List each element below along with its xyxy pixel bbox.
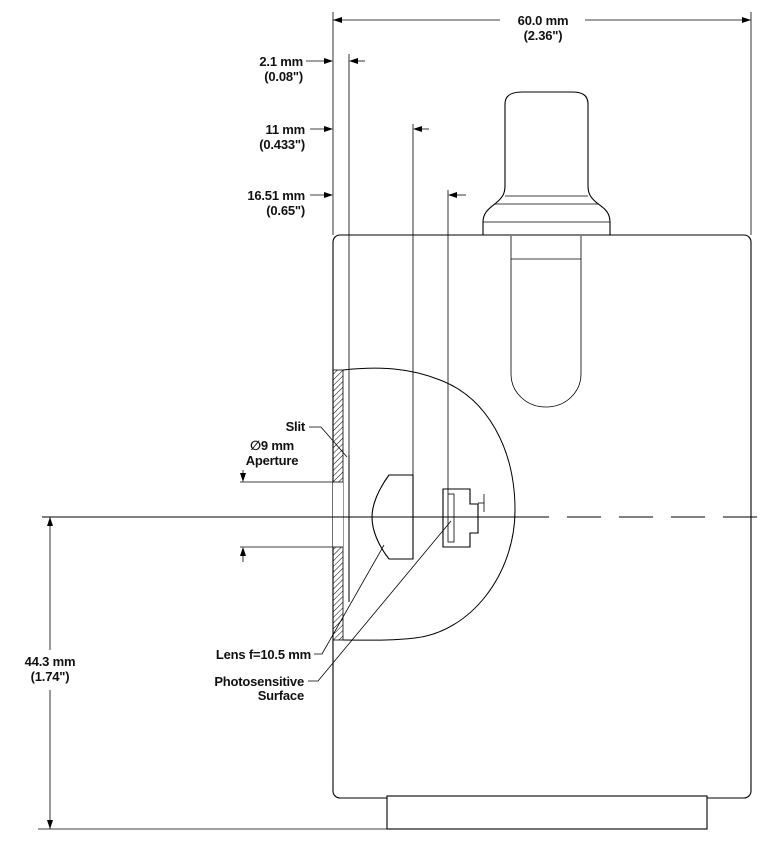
aperture-opening <box>333 482 343 547</box>
dimension-surface-offset: 16.51 mm (0.65") <box>247 188 466 494</box>
optical-cavity <box>342 367 516 641</box>
dim-height-imperial: (1.74") <box>31 669 70 684</box>
lens-label: Lens f=10.5 mm <box>216 647 311 662</box>
dim-height-metric: 44.3 mm <box>25 654 76 669</box>
photosensitive-label-line2: Surface <box>258 688 304 703</box>
dim-lens-metric: 11 mm <box>266 122 305 137</box>
dimension-width: 60.0 mm (2.36") <box>332 12 752 235</box>
aperture-label-diameter: ∅9 mm <box>250 438 294 453</box>
photosensitive-label-line1: Photosensitive <box>214 674 304 689</box>
callout-photosensitive: Photosensitive Surface <box>214 520 452 703</box>
dimension-aperture: ∅9 mm Aperture <box>240 438 333 562</box>
dim-surface-metric: 16.51 mm <box>247 188 305 203</box>
dim-slit-imperial: (0.08") <box>264 69 303 84</box>
base-plate <box>386 795 708 830</box>
callout-slit: Slit <box>286 419 348 458</box>
dimension-slit-offset: 2.1 mm (0.08") <box>259 54 365 455</box>
dim-width-metric: 60.0 mm <box>518 13 569 28</box>
dimension-axis-height: 44.3 mm (1.74") <box>25 517 387 830</box>
top-connector <box>482 91 611 408</box>
aperture-label-word: Aperture <box>246 453 299 468</box>
photodetector <box>442 488 485 548</box>
dim-slit-metric: 2.1 mm <box>259 54 303 69</box>
dim-surface-imperial: (0.65") <box>266 203 305 218</box>
slit-label: Slit <box>286 419 306 434</box>
dim-width-imperial: (2.36") <box>524 28 563 43</box>
dim-lens-imperial: (0.433") <box>259 137 305 152</box>
callout-lens: Lens f=10.5 mm <box>216 544 385 662</box>
dimension-lens-offset: 11 mm (0.433") <box>259 122 429 475</box>
